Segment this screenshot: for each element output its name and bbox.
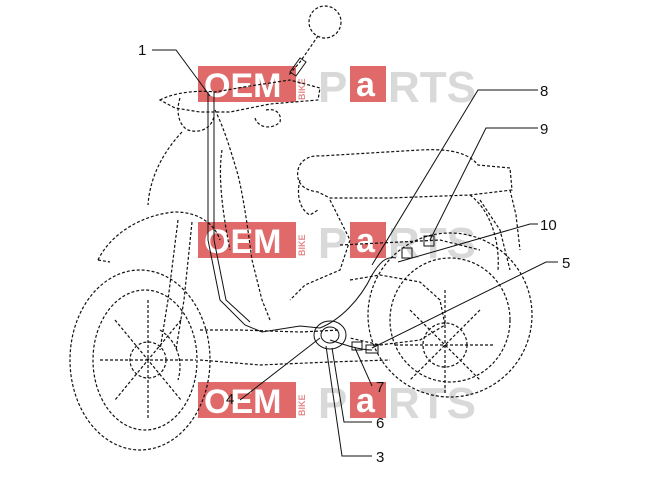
- dash-knob: [254, 109, 281, 128]
- front-tire-inner: [92, 289, 198, 431]
- watermark-rts-text: RTS: [388, 63, 476, 112]
- callout-7: 7: [376, 379, 384, 396]
- rear-tire-inner: [389, 257, 511, 383]
- leader-9: [429, 127, 538, 241]
- leader-lines: [152, 49, 558, 457]
- front-fork-right: [175, 221, 193, 351]
- leader-3: [325, 345, 372, 457]
- brake-cable-front-2: [213, 92, 251, 323]
- cable-junction: [313, 320, 347, 350]
- callout-4: 4: [226, 391, 234, 408]
- engine-case: [349, 274, 446, 346]
- brake-cable-front: [207, 92, 321, 333]
- fitting-5: [365, 344, 379, 354]
- watermark-bike-text: BIKE: [297, 234, 307, 256]
- front-brake-disc: [159, 329, 181, 381]
- callout-10: 10: [540, 217, 557, 234]
- headlight-housing: [177, 97, 215, 132]
- watermark-a-text: a: [356, 66, 376, 104]
- leader-10: [397, 223, 538, 263]
- watermark-bottom: OEM BIKE P a RTS: [198, 379, 476, 428]
- callout-1: 1: [138, 42, 146, 59]
- watermark-p-text: P: [318, 379, 347, 428]
- watermark-bike-text: BIKE: [297, 394, 307, 416]
- watermark-a-text: a: [356, 222, 376, 260]
- front-fork-left: [159, 219, 179, 351]
- front-tire-outer: [69, 269, 211, 451]
- side-panel-line: [339, 239, 481, 251]
- leader-5: [371, 261, 558, 349]
- scooter-drawing: [69, 5, 533, 451]
- watermark-top: OEM BIKE P a RTS: [198, 63, 476, 112]
- floorboard-bottom: [199, 359, 391, 366]
- leader-6: [331, 347, 372, 423]
- leader-8: [371, 89, 538, 266]
- leader-4: [239, 337, 321, 401]
- callout-6: 6: [376, 415, 384, 432]
- watermark-rts-text: RTS: [388, 379, 476, 428]
- front-shield: [147, 131, 183, 206]
- fender-tip: [97, 259, 111, 263]
- rear-body: [469, 194, 499, 271]
- watermark-oem-text: OEM: [204, 223, 281, 261]
- lever-fitting-1: [289, 57, 307, 77]
- rear-tire-outer: [367, 232, 533, 398]
- watermark-oem-text: OEM: [204, 383, 281, 421]
- fitting-7: [351, 341, 363, 351]
- callouts: 1 8 9 10 5 4 7 6 3: [138, 42, 570, 466]
- seat-front: [297, 179, 319, 216]
- tail: [509, 189, 521, 251]
- brake-cable-rear: [319, 257, 397, 329]
- fitting-9: [423, 235, 435, 247]
- watermark-p-text: P: [318, 219, 347, 268]
- mirror: [308, 5, 342, 39]
- watermark-bike-text: BIKE: [297, 78, 307, 100]
- leader-1: [152, 49, 211, 97]
- leader-7: [354, 347, 373, 387]
- mirror-stem: [287, 35, 319, 77]
- seat: [297, 149, 513, 199]
- front-spokes: [100, 300, 196, 420]
- fitting-8: [401, 247, 413, 259]
- watermark-p-text: P: [318, 63, 347, 112]
- callout-8: 8: [540, 83, 548, 100]
- watermark-oem-text: OEM: [204, 67, 281, 105]
- callout-5: 5: [562, 255, 570, 272]
- callout-9: 9: [540, 121, 548, 138]
- watermark-a-text: a: [356, 382, 376, 420]
- cable-junction-inner: [320, 326, 340, 344]
- rear-shock: [479, 199, 511, 271]
- tunnel: [289, 199, 351, 301]
- callout-3: 3: [376, 449, 384, 466]
- rear-spokes: [395, 290, 495, 395]
- handlebar: [158, 79, 321, 113]
